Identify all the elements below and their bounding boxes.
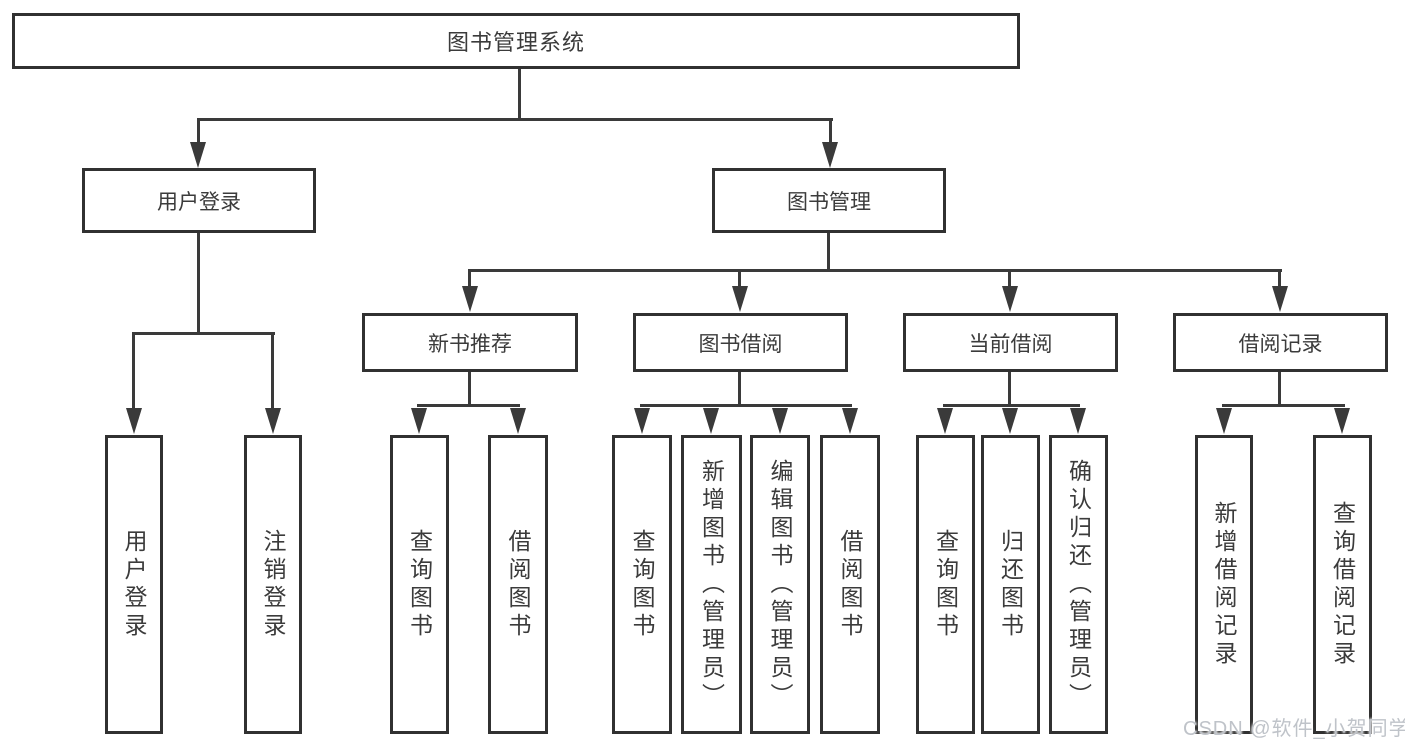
node-user-login-label: 用户登录 — [157, 190, 241, 214]
connector-line — [1278, 370, 1281, 407]
node-borrow-records: 借阅记录 — [1173, 313, 1388, 372]
connector-line — [468, 269, 471, 289]
node-user-login: 用户登录 — [82, 168, 316, 233]
connector-line — [132, 332, 135, 410]
leaf-borrowing-add-book-admin: 新增图书（管理员） — [681, 435, 742, 734]
arrow-down-icon — [1002, 408, 1018, 434]
connector-line — [829, 118, 832, 144]
arrow-down-icon — [822, 142, 838, 168]
arrow-down-icon — [732, 286, 748, 312]
arrow-down-icon — [1272, 286, 1288, 312]
connector-line — [468, 370, 471, 407]
connector-line — [943, 404, 1080, 407]
node-current-borrowing-label: 当前借阅 — [968, 332, 1053, 356]
leaf-recommend-query-book-label: 查询图书 — [406, 528, 433, 641]
leaf-records-query-record: 查询借阅记录 — [1313, 435, 1372, 734]
leaf-borrowing-edit-book-admin-label: 编辑图书（管理员） — [767, 458, 793, 711]
connector-line — [827, 233, 830, 272]
connector-line — [271, 332, 274, 410]
connector-line — [1222, 404, 1345, 407]
connector-line — [468, 269, 1282, 272]
node-new-book-recommend-label: 新书推荐 — [428, 332, 512, 356]
connector-line — [640, 404, 852, 407]
connector-line — [197, 118, 833, 121]
arrow-down-icon — [842, 408, 858, 434]
leaf-user-login-label: 用户登录 — [121, 528, 147, 641]
leaf-borrowing-borrow-book: 借阅图书 — [820, 435, 880, 734]
leaf-recommend-borrow-book-label: 借阅图书 — [505, 528, 531, 641]
arrow-down-icon — [1070, 408, 1086, 434]
arrow-down-icon — [1002, 286, 1018, 312]
arrow-down-icon — [1334, 408, 1350, 434]
connector-line — [417, 404, 520, 407]
connector-line — [738, 370, 741, 407]
watermark: CSDN @软件_小贺同学 — [1183, 718, 1405, 740]
leaf-records-add-record: 新增借阅记录 — [1195, 435, 1253, 734]
leaf-current-return-book: 归还图书 — [981, 435, 1040, 734]
connector-line — [197, 118, 200, 144]
node-book-borrowing-label: 图书借阅 — [698, 332, 783, 356]
arrow-down-icon — [462, 286, 478, 312]
arrow-down-icon — [265, 408, 281, 434]
node-book-management: 图书管理 — [712, 168, 946, 233]
node-book-borrowing: 图书借阅 — [633, 313, 848, 372]
leaf-user-login: 用户登录 — [105, 435, 163, 734]
connector-line — [132, 332, 275, 335]
node-book-management-label: 图书管理 — [787, 190, 871, 214]
leaf-current-query-book: 查询图书 — [916, 435, 975, 734]
arrow-down-icon — [126, 408, 142, 434]
node-root: 图书管理系统 — [12, 13, 1020, 69]
leaf-recommend-query-book: 查询图书 — [390, 435, 449, 734]
leaf-current-confirm-return-admin-label: 确认归还（管理员） — [1065, 458, 1092, 711]
leaf-recommend-borrow-book: 借阅图书 — [488, 435, 548, 734]
connector-line — [197, 233, 200, 335]
node-current-borrowing: 当前借阅 — [903, 313, 1118, 372]
leaf-current-confirm-return-admin: 确认归还（管理员） — [1049, 435, 1108, 734]
connector-line — [1008, 370, 1011, 407]
arrow-down-icon — [703, 408, 719, 434]
arrow-down-icon — [190, 142, 206, 168]
leaf-borrowing-add-book-admin-label: 新增图书（管理员） — [698, 458, 725, 711]
node-new-book-recommend: 新书推荐 — [362, 313, 578, 372]
connector-line — [738, 269, 741, 289]
leaf-logout-label: 注销登录 — [260, 528, 286, 641]
leaf-current-return-book-label: 归还图书 — [997, 528, 1024, 641]
leaf-logout: 注销登录 — [244, 435, 302, 734]
connector-line — [1278, 269, 1281, 289]
leaf-current-query-book-label: 查询图书 — [932, 528, 959, 641]
arrow-down-icon — [937, 408, 953, 434]
connector-line — [1008, 269, 1011, 289]
connector-line — [518, 69, 521, 121]
arrow-down-icon — [772, 408, 788, 434]
leaf-borrowing-query-book: 查询图书 — [612, 435, 672, 734]
leaf-records-add-record-label: 新增借阅记录 — [1211, 500, 1237, 669]
arrow-down-icon — [1216, 408, 1232, 434]
arrow-down-icon — [411, 408, 427, 434]
node-borrow-records-label: 借阅记录 — [1238, 332, 1323, 356]
leaf-borrowing-borrow-book-label: 借阅图书 — [837, 528, 863, 641]
leaf-borrowing-query-book-label: 查询图书 — [629, 528, 655, 641]
leaf-records-query-record-label: 查询借阅记录 — [1329, 500, 1356, 669]
arrow-down-icon — [510, 408, 526, 434]
node-root-label: 图书管理系统 — [446, 30, 585, 55]
arrow-down-icon — [634, 408, 650, 434]
leaf-borrowing-edit-book-admin: 编辑图书（管理员） — [750, 435, 810, 734]
